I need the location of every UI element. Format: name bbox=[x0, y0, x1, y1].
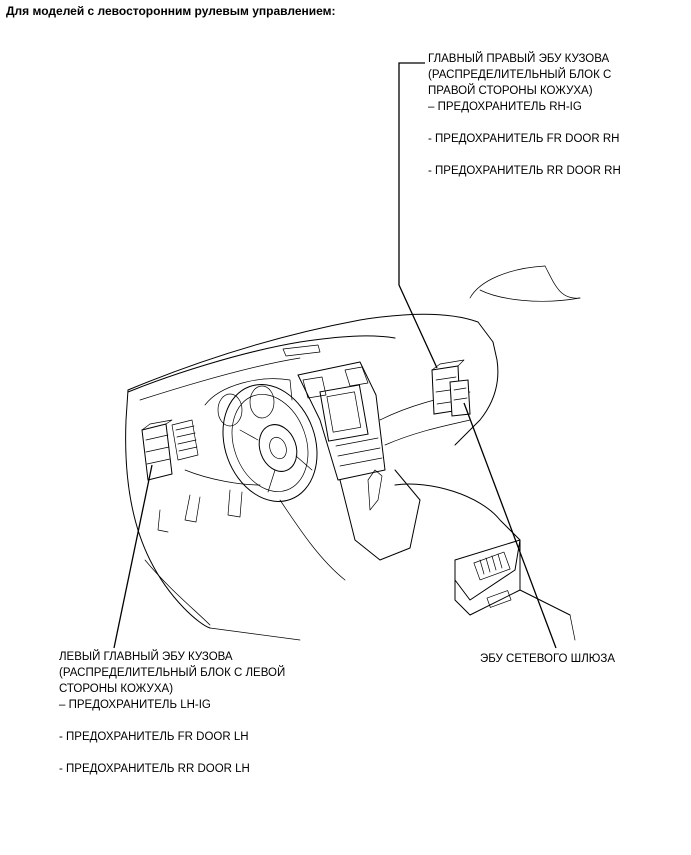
right-body-ecu-callout: ГЛАВНЫЙ ПРАВЫЙ ЭБУ КУЗОВА (РАСПРЕДЕЛИТЕЛ… bbox=[428, 51, 621, 179]
center-display bbox=[319, 384, 369, 442]
armrest bbox=[394, 483, 521, 601]
windshield-line-2 bbox=[544, 265, 581, 299]
leader-right-ecu bbox=[398, 62, 438, 369]
windshield-pillar-right bbox=[479, 289, 581, 302]
right-callout-line-3: ПРАВОЙ СТОРОНЫ КОЖУХА) bbox=[428, 85, 593, 97]
steering-hub bbox=[258, 424, 298, 472]
knee-panel bbox=[184, 469, 261, 486]
leader-gateway bbox=[463, 402, 557, 649]
rear-tray bbox=[486, 590, 512, 608]
instrument-cluster bbox=[204, 378, 293, 406]
left-body-ecu-callout: ЛЕВЫЙ ГЛАВНЫЙ ЭБУ КУЗОВА (РАСПРЕДЕЛИТЕЛЬ… bbox=[59, 649, 285, 777]
steering-wheel bbox=[222, 384, 318, 502]
center-vent-right bbox=[344, 366, 369, 387]
dash-right-side bbox=[454, 341, 499, 446]
dashboard-top-edge bbox=[127, 313, 494, 391]
left-callout-line-3: СТОРОНЫ КОЖУХА) bbox=[59, 683, 174, 695]
shifter bbox=[367, 469, 383, 511]
floor-line bbox=[519, 589, 571, 616]
right-callout-fuse-rr-door: - ПРЕДОХРАНИТЕЛЬ RR DOOR RH bbox=[428, 165, 621, 177]
left-callout-fuse-fr-door: - ПРЕДОХРАНИТЕЛЬ FR DOOR LH bbox=[59, 731, 249, 743]
left-callout-fuse-rr-door: - ПРЕДОХРАНИТЕЛЬ RR DOOR LH bbox=[59, 763, 250, 775]
steering-emblem bbox=[269, 436, 287, 460]
right-callout-line-2: (РАСПРЕДЕЛИТЕЛЬНЫЙ БЛОК С bbox=[428, 69, 612, 81]
seat-line bbox=[569, 614, 576, 641]
center-stack bbox=[297, 361, 386, 481]
center-vent-left bbox=[302, 376, 327, 399]
left-body-ecu bbox=[141, 423, 173, 481]
defrost-vent bbox=[282, 344, 321, 357]
gateway-ecu-callout: ЭБУ СЕТЕВОГО ШЛЮЗА bbox=[480, 653, 615, 665]
dash-inner-curve bbox=[139, 357, 301, 401]
pedal-right bbox=[227, 489, 243, 518]
right-callout-line-4: – ПРЕДОХРАНИТЕЛЬ RH-IG bbox=[428, 101, 582, 113]
right-callout-fuse-fr-door: - ПРЕДОХРАНИТЕЛЬ FR DOOR RH bbox=[428, 133, 620, 145]
console-rear bbox=[454, 539, 521, 616]
door-line bbox=[144, 559, 211, 626]
right-callout-line-1: ГЛАВНЫЙ ПРАВЫЙ ЭБУ КУЗОВА bbox=[428, 53, 610, 65]
dash-upper-curve bbox=[127, 335, 396, 393]
page-heading: Для моделей с левосторонним рулевым упра… bbox=[6, 4, 336, 18]
windshield-line bbox=[469, 265, 546, 299]
leader-left-ecu bbox=[113, 464, 153, 649]
pedal-left bbox=[184, 494, 201, 523]
left-vent bbox=[171, 419, 199, 461]
left-callout-line-4: – ПРЕДОХРАНИТЕЛЬ LH-IG bbox=[59, 699, 211, 711]
left-callout-line-2: (РАСПРЕДЕЛИТЕЛЬНЫЙ БЛОК С ЛЕВОЙ bbox=[59, 667, 286, 679]
left-callout-line-1: ЛЕВЫЙ ГЛАВНЫЙ ЭБУ КУЗОВА bbox=[59, 651, 233, 663]
glovebox-lower bbox=[384, 419, 471, 446]
steering-wheel-inner bbox=[231, 394, 309, 492]
center-console bbox=[339, 469, 421, 561]
rear-vent bbox=[473, 551, 511, 581]
dash-left-side bbox=[125, 389, 211, 629]
